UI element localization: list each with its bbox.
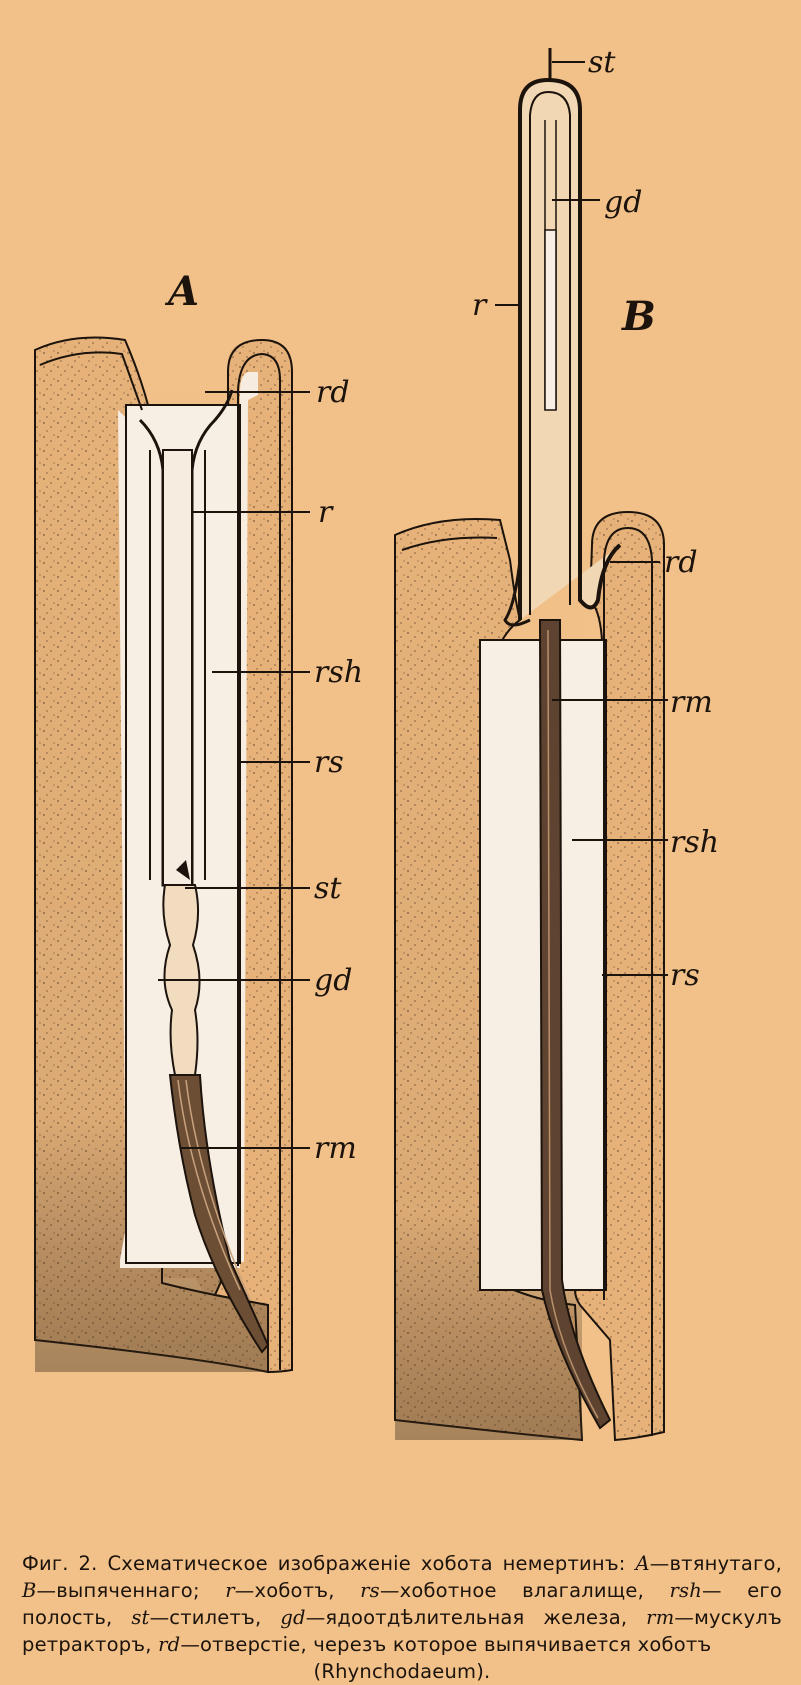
b-label-rd: rd <box>664 545 698 580</box>
proboscis-diagram: A rd r rsh rs st gd rm <box>0 0 801 1540</box>
diagram-b: st gd r B rd rm rsh rs <box>395 45 719 1440</box>
a-label-rd: rd <box>316 375 350 410</box>
caption-rd-text: —отверстіе, черезъ которое выпячивается … <box>180 1633 711 1656</box>
label-a: A <box>164 268 199 315</box>
caption-fig-number: Фиг. 2. <box>22 1552 98 1575</box>
a-label-rsh: rsh <box>314 655 363 690</box>
a-label-gd: gd <box>314 963 352 998</box>
caption-genus: (Rhynchodaeum). <box>22 1658 782 1685</box>
caption-rs-text: —хоботное влагалище, <box>380 1579 644 1602</box>
a-label-st: st <box>314 871 342 906</box>
a-label-rs: rs <box>314 745 344 780</box>
caption-A: A <box>635 1552 649 1575</box>
caption-gd: gd <box>280 1606 305 1629</box>
b-label-gd: gd <box>604 185 642 220</box>
diagram-a: A rd r rsh rs st gd rm <box>35 268 363 1372</box>
caption-st: st <box>131 1606 149 1629</box>
caption-rd: rd <box>158 1633 180 1656</box>
caption-rsh: rsh <box>669 1579 702 1602</box>
a-label-rm: rm <box>314 1131 357 1166</box>
caption-r: r <box>225 1579 235 1602</box>
figure-caption: Фиг. 2. Схематическое изображеніе хобота… <box>22 1550 782 1685</box>
b-label-rs: rs <box>670 958 700 993</box>
b-label-st: st <box>588 45 616 80</box>
caption-B-text: —выпяченнаго; <box>37 1579 200 1602</box>
b-label-r: r <box>472 288 488 323</box>
caption-rm: rm <box>646 1606 674 1629</box>
caption-gd-text: —ядоотдѣлительная железа, <box>306 1606 628 1629</box>
caption-title: Схематическое изображеніе хобота немерти… <box>107 1552 625 1575</box>
b-label-rsh: rsh <box>670 825 719 860</box>
label-b: B <box>621 293 656 340</box>
caption-r-text: —хоботъ, <box>235 1579 335 1602</box>
caption-rs: rs <box>360 1579 380 1602</box>
b-label-rm: rm <box>670 685 713 720</box>
caption-B: B <box>22 1579 37 1602</box>
a-label-r: r <box>318 495 334 530</box>
caption-A-text: —втянутаго, <box>650 1552 782 1575</box>
caption-st-text: —стилетъ, <box>150 1606 262 1629</box>
